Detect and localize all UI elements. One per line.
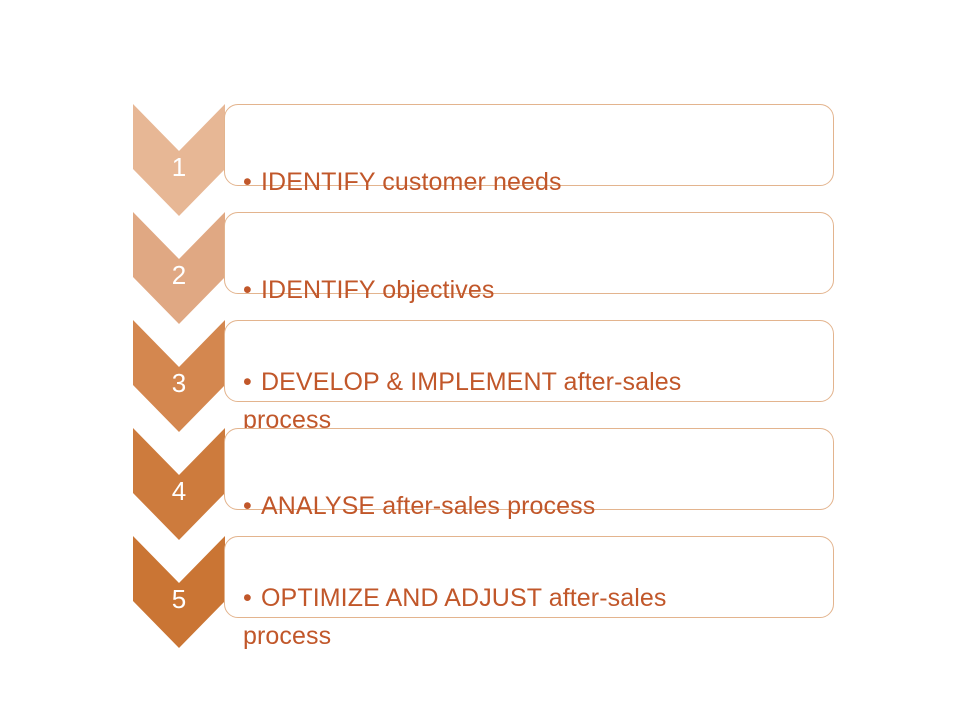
step-label-2: IDENTIFY objectives xyxy=(261,276,495,304)
step-text-1: • IDENTIFY customer needs xyxy=(243,125,819,201)
step-text-box-4[interactable]: • ANALYSE after-sales process xyxy=(224,428,834,520)
chevron-shape-3: 3 xyxy=(133,320,225,432)
step-label-3: DEVELOP & IMPLEMENT after-sales process xyxy=(243,368,682,434)
chevron-shape-2: 2 xyxy=(133,212,225,324)
bullet-icon-1: • xyxy=(243,168,252,196)
chevron-number-4: 4 xyxy=(171,476,187,506)
chevron-shape-4: 4 xyxy=(133,428,225,540)
step-text-5: •OPTIMIZE AND ADJUST after-sales process xyxy=(243,541,819,655)
chevron-number-3: 3 xyxy=(171,368,187,398)
bullet-icon-5: • xyxy=(243,584,252,612)
bullet-icon-4: • xyxy=(243,492,252,520)
bullet-icon-3: • xyxy=(243,368,252,396)
chevron-shape-1: 1 xyxy=(133,104,225,216)
chevron-number-2: 2 xyxy=(171,260,187,290)
step-text-box-5[interactable]: •OPTIMIZE AND ADJUST after-sales process xyxy=(224,536,834,650)
step-label-5: OPTIMIZE AND ADJUST after-sales process xyxy=(243,584,667,650)
step-text-3: •DEVELOP & IMPLEMENT after-sales process xyxy=(243,325,819,439)
step-label-4: ANALYSE after-sales process xyxy=(261,492,596,520)
step-text-4: • ANALYSE after-sales process xyxy=(243,449,819,525)
step-label-1: IDENTIFY customer needs xyxy=(261,168,562,196)
chevron-number-5: 5 xyxy=(171,584,187,614)
step-text-box-1[interactable]: • IDENTIFY customer needs xyxy=(224,104,834,196)
step-text-box-2[interactable]: • IDENTIFY objectives xyxy=(224,212,834,304)
chevron-shape-5: 5 xyxy=(133,536,225,648)
bullet-icon-2: • xyxy=(243,276,252,304)
chevron-number-1: 1 xyxy=(171,152,187,182)
step-text-2: • IDENTIFY objectives xyxy=(243,233,819,309)
step-text-box-3[interactable]: •DEVELOP & IMPLEMENT after-sales process xyxy=(224,320,834,434)
